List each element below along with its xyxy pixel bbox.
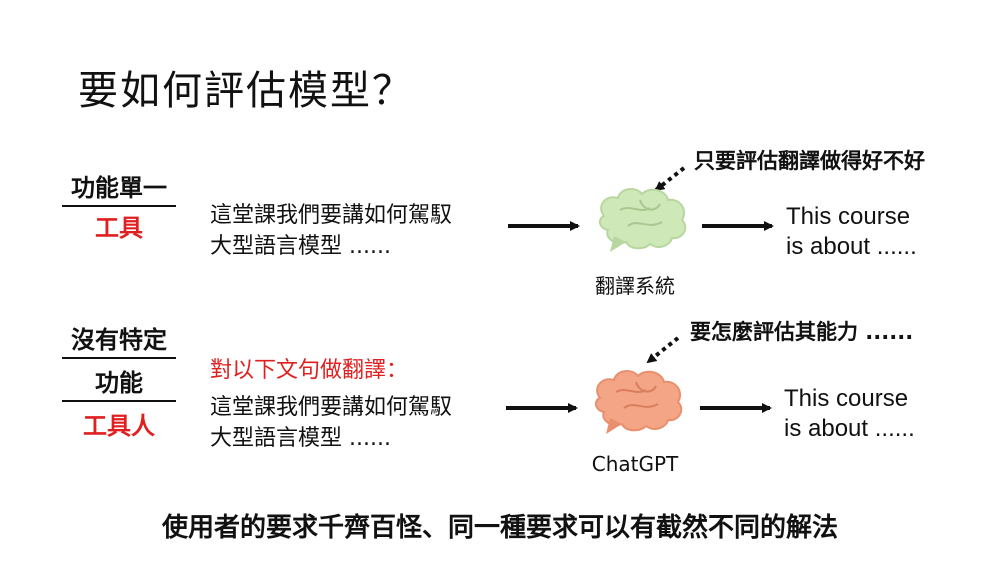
- output-line-1: This course: [786, 203, 911, 230]
- system-label-chatgpt: ChatGPT: [591, 452, 679, 476]
- input-line-2: 大型語言模型 ......: [210, 426, 391, 451]
- input-line-2: 大型語言模型 ......: [210, 234, 391, 259]
- system-label-translator: 翻譯系統: [595, 274, 675, 298]
- category-tag-tool-person: 工具人: [83, 412, 155, 440]
- input-line-1: 這堂課我們要講如何駕馭: [210, 203, 453, 228]
- category-tag-tool: 工具: [95, 214, 143, 242]
- note-translation-eval: 只要評估翻譯做得好不好: [694, 149, 925, 173]
- note-how-to-evaluate: 要怎麼評估其能力 ......: [690, 320, 914, 344]
- output-sentence: This course is about ......: [786, 202, 917, 262]
- category-no-specific-function: 沒有特定 功能: [62, 320, 176, 402]
- category-single-function: 功能單一: [62, 168, 176, 207]
- input-sentence-2: 這堂課我們要講如何駕馭 大型語言模型 ......: [210, 392, 452, 454]
- slide-title: 要如何評估模型？: [78, 68, 414, 114]
- instruction-text: 對以下文句做翻譯：: [210, 358, 409, 383]
- output-line-2: is about ......: [786, 233, 917, 260]
- output-sentence-2: This course is about ......: [784, 384, 915, 444]
- brain-icon-green: [598, 188, 687, 252]
- input-line-1: 這堂課我們要講如何駕馭: [210, 395, 453, 420]
- footer-statement: 使用者的要求千齊百怪、同一種要求可以有截然不同的解法: [161, 513, 838, 543]
- category-line-2: 功能: [62, 363, 176, 402]
- arrow-dotted-note-2: [646, 336, 680, 364]
- output-line-2: is about ......: [784, 415, 915, 442]
- category-line-1: 沒有特定: [62, 320, 176, 359]
- brain-icon-orange: [594, 370, 683, 434]
- output-line-1: This course: [784, 385, 909, 412]
- arrow-dotted-note-1: [654, 166, 686, 192]
- input-sentence: 這堂課我們要講如何駕馭 大型語言模型 ......: [210, 200, 452, 262]
